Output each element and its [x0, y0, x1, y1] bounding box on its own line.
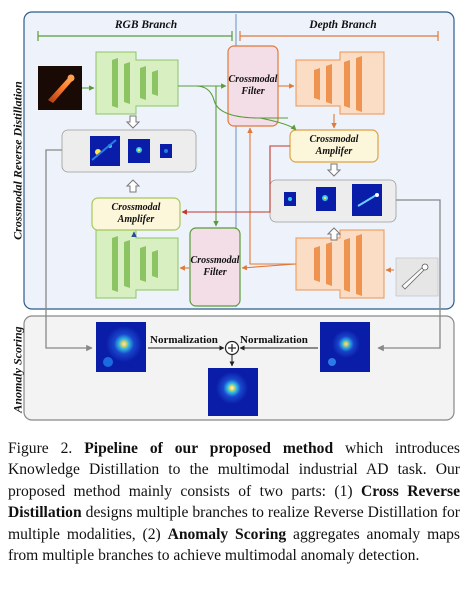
- gray-arrow-left: [45, 149, 93, 352]
- crossmodal-filter-top-text: Crossmodal Filter: [228, 74, 278, 97]
- depth-decoder-bottom: [295, 229, 385, 299]
- anomaly-scoring-label: Anomaly Scoring: [10, 326, 25, 413]
- normalization-left-label: Normalization: [150, 334, 218, 346]
- heatmap-depth: [320, 322, 370, 372]
- rgb-branch-label: RGB Branch: [114, 19, 178, 31]
- rgb-decoder-bottom: [95, 229, 179, 299]
- heatmap-final: [208, 368, 258, 416]
- heatmap-rgb: [96, 322, 146, 372]
- caption-title: Pipeline of our proposed method: [84, 440, 334, 457]
- crossmodal-amplifier-right-text: Crossmodal Amplifer: [309, 134, 359, 157]
- caption-text-2: designs multiple branches to realize Rev…: [8, 504, 460, 543]
- hollow-arrows: [125, 115, 342, 241]
- rgb-encoder-top: [95, 51, 179, 115]
- caption-anomaly: Anomaly Scoring: [167, 525, 287, 543]
- crossmodal-reverse-distillation-label: Crossmodal Reverse Distillation: [10, 81, 25, 240]
- green-arrows: [82, 83, 297, 227]
- screw-depth-image: [395, 257, 439, 297]
- caption-text-1: which introduces Knowledge Distillation …: [8, 440, 460, 500]
- crossmodal-amplifier-left-text: Crossmodal Amplifer: [111, 202, 161, 225]
- depth-branch-label: Depth Branch: [309, 19, 377, 31]
- gray-arrow-right: [377, 199, 441, 352]
- red-arrow: [181, 145, 290, 215]
- caption-label: Figure 2.: [8, 440, 73, 457]
- depth-branch-bracket: [239, 31, 439, 41]
- caption-text-3: aggregates anomaly maps from multiple br…: [8, 525, 460, 565]
- orange-arrows: [179, 83, 394, 273]
- figure-caption: Figure 2. Pipeline of our proposed metho…: [8, 438, 460, 566]
- crossmodal-filter-bottom-text: Crossmodal Filter: [190, 255, 240, 278]
- crossmodal-amplifier-left: [91, 197, 181, 231]
- sum-icon: [224, 340, 240, 356]
- depth-encoder-top: [295, 51, 385, 115]
- caption-cross: Cross Reverse Distillation: [8, 482, 461, 522]
- screw-rgb-image: [38, 66, 82, 110]
- rgb-branch-bracket: [37, 31, 233, 41]
- normalization-right-label: Normalization: [240, 334, 308, 346]
- pipeline-diagram: [23, 11, 455, 421]
- crossmodal-filter-bottom: [189, 227, 241, 307]
